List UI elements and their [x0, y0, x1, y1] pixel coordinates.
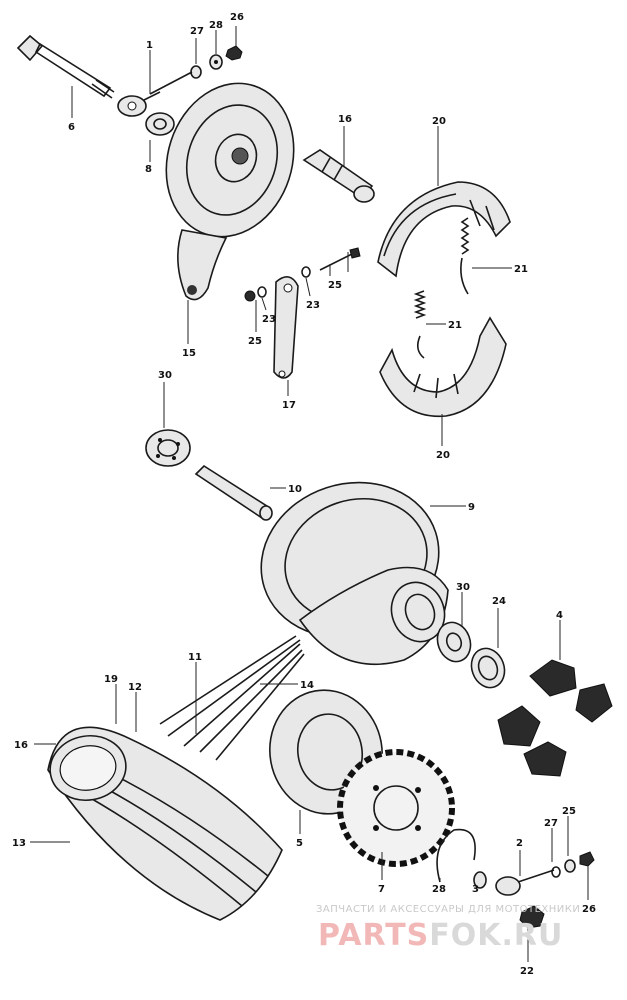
- label-23-left: 23: [262, 314, 276, 325]
- label-10: 10: [288, 484, 302, 495]
- label-6: 6: [68, 122, 75, 133]
- part-number-labels: 1 6 8 27 28 26 16 20 21 21 20 15 25 23 1…: [12, 12, 596, 977]
- label-25-right: 25: [328, 280, 342, 291]
- label-20-lower: 20: [436, 450, 450, 461]
- label-23-right: 23: [306, 300, 320, 311]
- label-21-lower: 21: [448, 320, 462, 331]
- label-21-upper: 21: [514, 264, 528, 275]
- label-9: 9: [468, 502, 475, 513]
- label-7: 7: [378, 884, 385, 895]
- label-30-left: 30: [158, 370, 172, 381]
- brake-panel: [165, 82, 295, 301]
- label-3: 3: [472, 884, 479, 895]
- label-25-left: 25: [248, 336, 262, 347]
- driven-sprocket: [337, 749, 455, 867]
- leader-lines: [30, 26, 589, 962]
- watermark-logo: PARTSFOK.RU: [318, 918, 563, 953]
- brake-shoe-lower: [379, 316, 507, 418]
- label-27-bottom: 27: [544, 818, 558, 829]
- label-5: 5: [296, 838, 303, 849]
- label-19: 19: [104, 674, 118, 685]
- label-13: 13: [12, 838, 26, 849]
- torque-arm-bolt: [117, 71, 193, 117]
- label-28-bottom: 28: [432, 884, 446, 895]
- label-17: 17: [282, 400, 296, 411]
- collar: [145, 112, 175, 136]
- label-1: 1: [146, 40, 153, 51]
- label-30-right: 30: [456, 582, 470, 593]
- label-16-tire: 16: [14, 740, 28, 751]
- brake-shoe-upper: [377, 181, 511, 278]
- wheel-bearing-right: [436, 621, 472, 663]
- label-14: 14: [300, 680, 314, 691]
- label-26-bottom: 26: [582, 904, 596, 915]
- distance-collar: [194, 464, 273, 521]
- label-20-upper: 20: [432, 116, 446, 127]
- washer-nut-set-bottom: [473, 851, 595, 929]
- hub-dampers: [497, 659, 613, 777]
- spokes: [159, 635, 305, 761]
- label-12: 12: [128, 682, 142, 693]
- watermark-logo-part1: PARTS: [318, 918, 430, 953]
- label-25-bottom: 25: [562, 806, 576, 817]
- label-24: 24: [492, 596, 506, 607]
- brake-spring-upper: [460, 217, 470, 295]
- circlip: [436, 828, 476, 883]
- label-27-top: 27: [190, 26, 204, 37]
- label-16-cam: 16: [338, 114, 352, 125]
- brake-cam: [302, 149, 375, 203]
- brake-arm: [273, 276, 299, 379]
- label-22: 22: [520, 966, 534, 977]
- brake-spring-lower: [413, 290, 427, 359]
- washer-nut-set-mid: [244, 247, 361, 302]
- wheel-bearing-left: [145, 429, 191, 467]
- oil-seal: [470, 647, 506, 689]
- axle-bolt: [16, 34, 115, 99]
- label-8: 8: [145, 164, 152, 175]
- label-4: 4: [556, 610, 563, 621]
- label-26-top: 26: [230, 12, 244, 23]
- watermark-logo-part2: FOK.RU: [429, 918, 564, 953]
- watermark-caption: ЗАПЧАСТИ И АКСЕССУАРЫ ДЛЯ МОТОТЕХНИКИ: [316, 904, 581, 915]
- label-2: 2: [516, 838, 523, 849]
- label-15: 15: [182, 348, 196, 359]
- label-11: 11: [188, 652, 202, 663]
- label-28-top: 28: [209, 20, 223, 31]
- wheel-hub: [260, 481, 449, 666]
- tire-rim: [47, 726, 283, 921]
